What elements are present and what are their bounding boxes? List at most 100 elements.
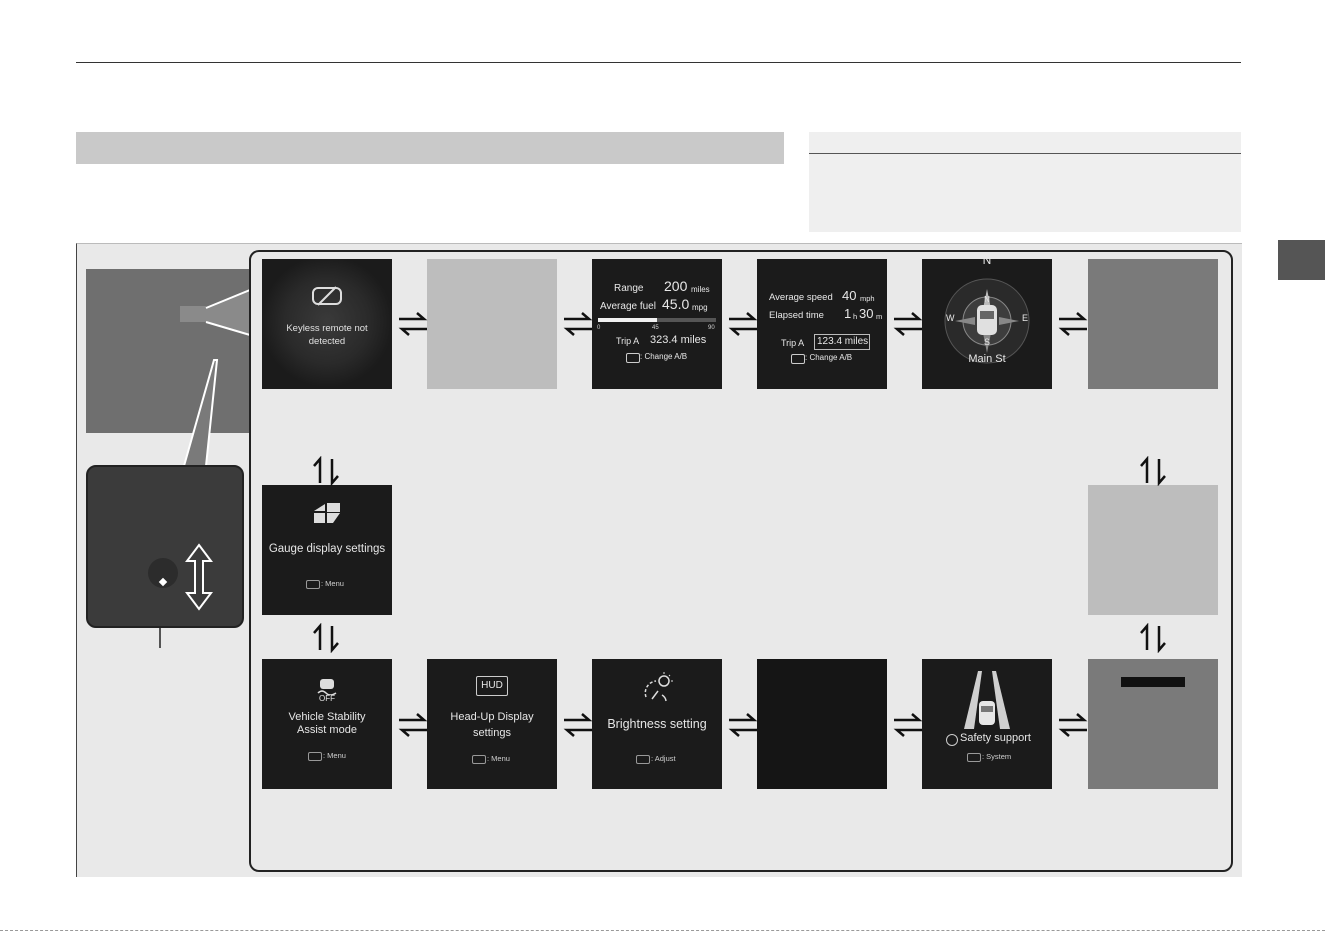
vsa-off-label: OFF [319, 694, 335, 703]
compass-west: W [946, 313, 955, 323]
safety-title: Safety support [960, 732, 1031, 744]
avg-fuel-unit: mpg [692, 303, 708, 312]
vsa-title-line2: Assist mode [297, 724, 357, 736]
switch-icon [306, 580, 320, 589]
page-bottom-rule [0, 930, 1325, 931]
screen-avg-speed: Average speed 40 mph Elapsed time 1 h 30… [757, 259, 887, 389]
swap-arrows-icon [398, 312, 428, 336]
avg-fuel-label: Average fuel [600, 301, 656, 312]
screen-placeholder-3 [1088, 485, 1218, 615]
swap-arrows-icon [563, 713, 593, 737]
note-rule [809, 153, 1241, 154]
scroll-updown-icon [185, 543, 213, 611]
screen-gauge-display-settings: Gauge display settings : Menu [262, 485, 392, 615]
safety-support-icon [964, 671, 1010, 729]
keyless-message: Keyless remote not detected [286, 323, 368, 347]
gauge-mid: 45 [652, 325, 659, 331]
elapsed-minutes: 30 [859, 306, 874, 321]
menu-hint: : Menu [323, 751, 346, 760]
swap-arrows-icon [1058, 312, 1088, 336]
screen-brightness: Brightness setting : Adjust [592, 659, 722, 789]
switch-icon [626, 353, 640, 363]
trip-label: Trip A [616, 336, 640, 346]
screen-cycle-frame [249, 250, 1233, 872]
swap-arrows-icon [893, 312, 923, 336]
swap-arrows-icon [398, 713, 428, 737]
trip-value: 323.4 miles [650, 334, 707, 346]
gauge-min: 0 [597, 325, 601, 331]
menu-hint: : Menu [487, 754, 510, 763]
elapsed-hours-unit: h [853, 312, 858, 321]
brightness-title: Brightness setting [607, 717, 707, 731]
system-hint: : System [982, 752, 1012, 761]
compass-north-inner: N [984, 295, 990, 304]
trip-label: Trip A [781, 338, 805, 348]
screen-compass: N N W E S Main St [922, 259, 1052, 389]
updown-arrows-icon [1140, 623, 1166, 653]
change-hint: : Change A/B [805, 353, 853, 362]
updown-arrows-icon [313, 623, 339, 653]
swap-arrows-icon [1058, 713, 1088, 737]
switch-icon [308, 752, 322, 761]
brightness-icon [644, 672, 673, 702]
keyless-remote-icon [312, 286, 342, 306]
screen-keyless-remote: Keyless remote not detected [262, 259, 392, 389]
display-callout [205, 288, 251, 337]
note-box [809, 132, 1241, 232]
fuel-gauge-track [598, 318, 716, 322]
screen-safety-support: Safety support : System [922, 659, 1052, 789]
swap-arrows-icon [563, 312, 593, 336]
compass-south: S [983, 337, 990, 347]
screen-placeholder-2 [1088, 259, 1218, 389]
hud-title-line1: Head-Up Display [450, 711, 534, 723]
chapter-tab[interactable] [1278, 240, 1325, 280]
fuel-gauge-fill [598, 318, 657, 322]
header-rule [76, 62, 1241, 63]
gauge-max: 90 [708, 325, 715, 331]
updown-arrows-icon [313, 456, 339, 486]
avg-speed-value: 40 [842, 288, 857, 303]
menu-hint: : Menu [321, 579, 344, 588]
avg-fuel-value: 45.0 [662, 296, 690, 312]
gauge-settings-icon [314, 503, 340, 523]
hud-icon: HUD [476, 676, 508, 696]
compass-rose-icon [944, 278, 1030, 364]
range-value: 200 [664, 278, 688, 294]
screen-hud-settings: HUD Head-Up Display settings : Menu [427, 659, 557, 789]
screen-range-fuel: Range 200 miles Average fuel 45.0 mpg 0 … [592, 259, 722, 389]
switch-icon [636, 755, 650, 764]
vsa-off-icon [317, 679, 337, 695]
avg-speed-label: Average speed [769, 292, 833, 303]
trip-value: 123.4 miles [814, 334, 870, 350]
updown-arrows-icon [1140, 456, 1166, 486]
info-icon [946, 734, 958, 746]
screen-placeholder-4 [1088, 659, 1218, 789]
steering-wheel-switch-illustration [86, 465, 244, 628]
range-label: Range [614, 283, 644, 294]
screen-vsa-mode: OFF Vehicle Stability Assist mode : Menu [262, 659, 392, 789]
swap-arrows-icon [893, 713, 923, 737]
wheel-callout [182, 359, 219, 467]
vsa-title-line1: Vehicle Stability [288, 711, 366, 723]
street-name: Main St [968, 353, 1006, 365]
change-hint: : Change A/B [640, 352, 688, 361]
swap-arrows-icon [728, 713, 758, 737]
adjust-hint: : Adjust [651, 754, 676, 763]
range-unit: miles [691, 285, 710, 294]
switch-icon [967, 753, 981, 762]
elapsed-minutes-unit: m [876, 312, 883, 321]
compass-east: E [1022, 313, 1029, 323]
screen-placeholder-1 [427, 259, 557, 389]
screen-blank [757, 659, 887, 789]
switch-icon [791, 354, 805, 364]
switch-icon [472, 755, 486, 764]
elapsed-label: Elapsed time [769, 310, 824, 321]
hud-title-line2: settings [473, 727, 511, 739]
instrument-panel-illustration [86, 269, 249, 433]
gauge-settings-title: Gauge display settings [268, 543, 386, 555]
avg-speed-unit: mph [860, 294, 875, 303]
redacted-label [1121, 677, 1185, 687]
section-heading-bar [76, 132, 784, 164]
swap-arrows-icon [728, 312, 758, 336]
display-marker [180, 306, 206, 322]
